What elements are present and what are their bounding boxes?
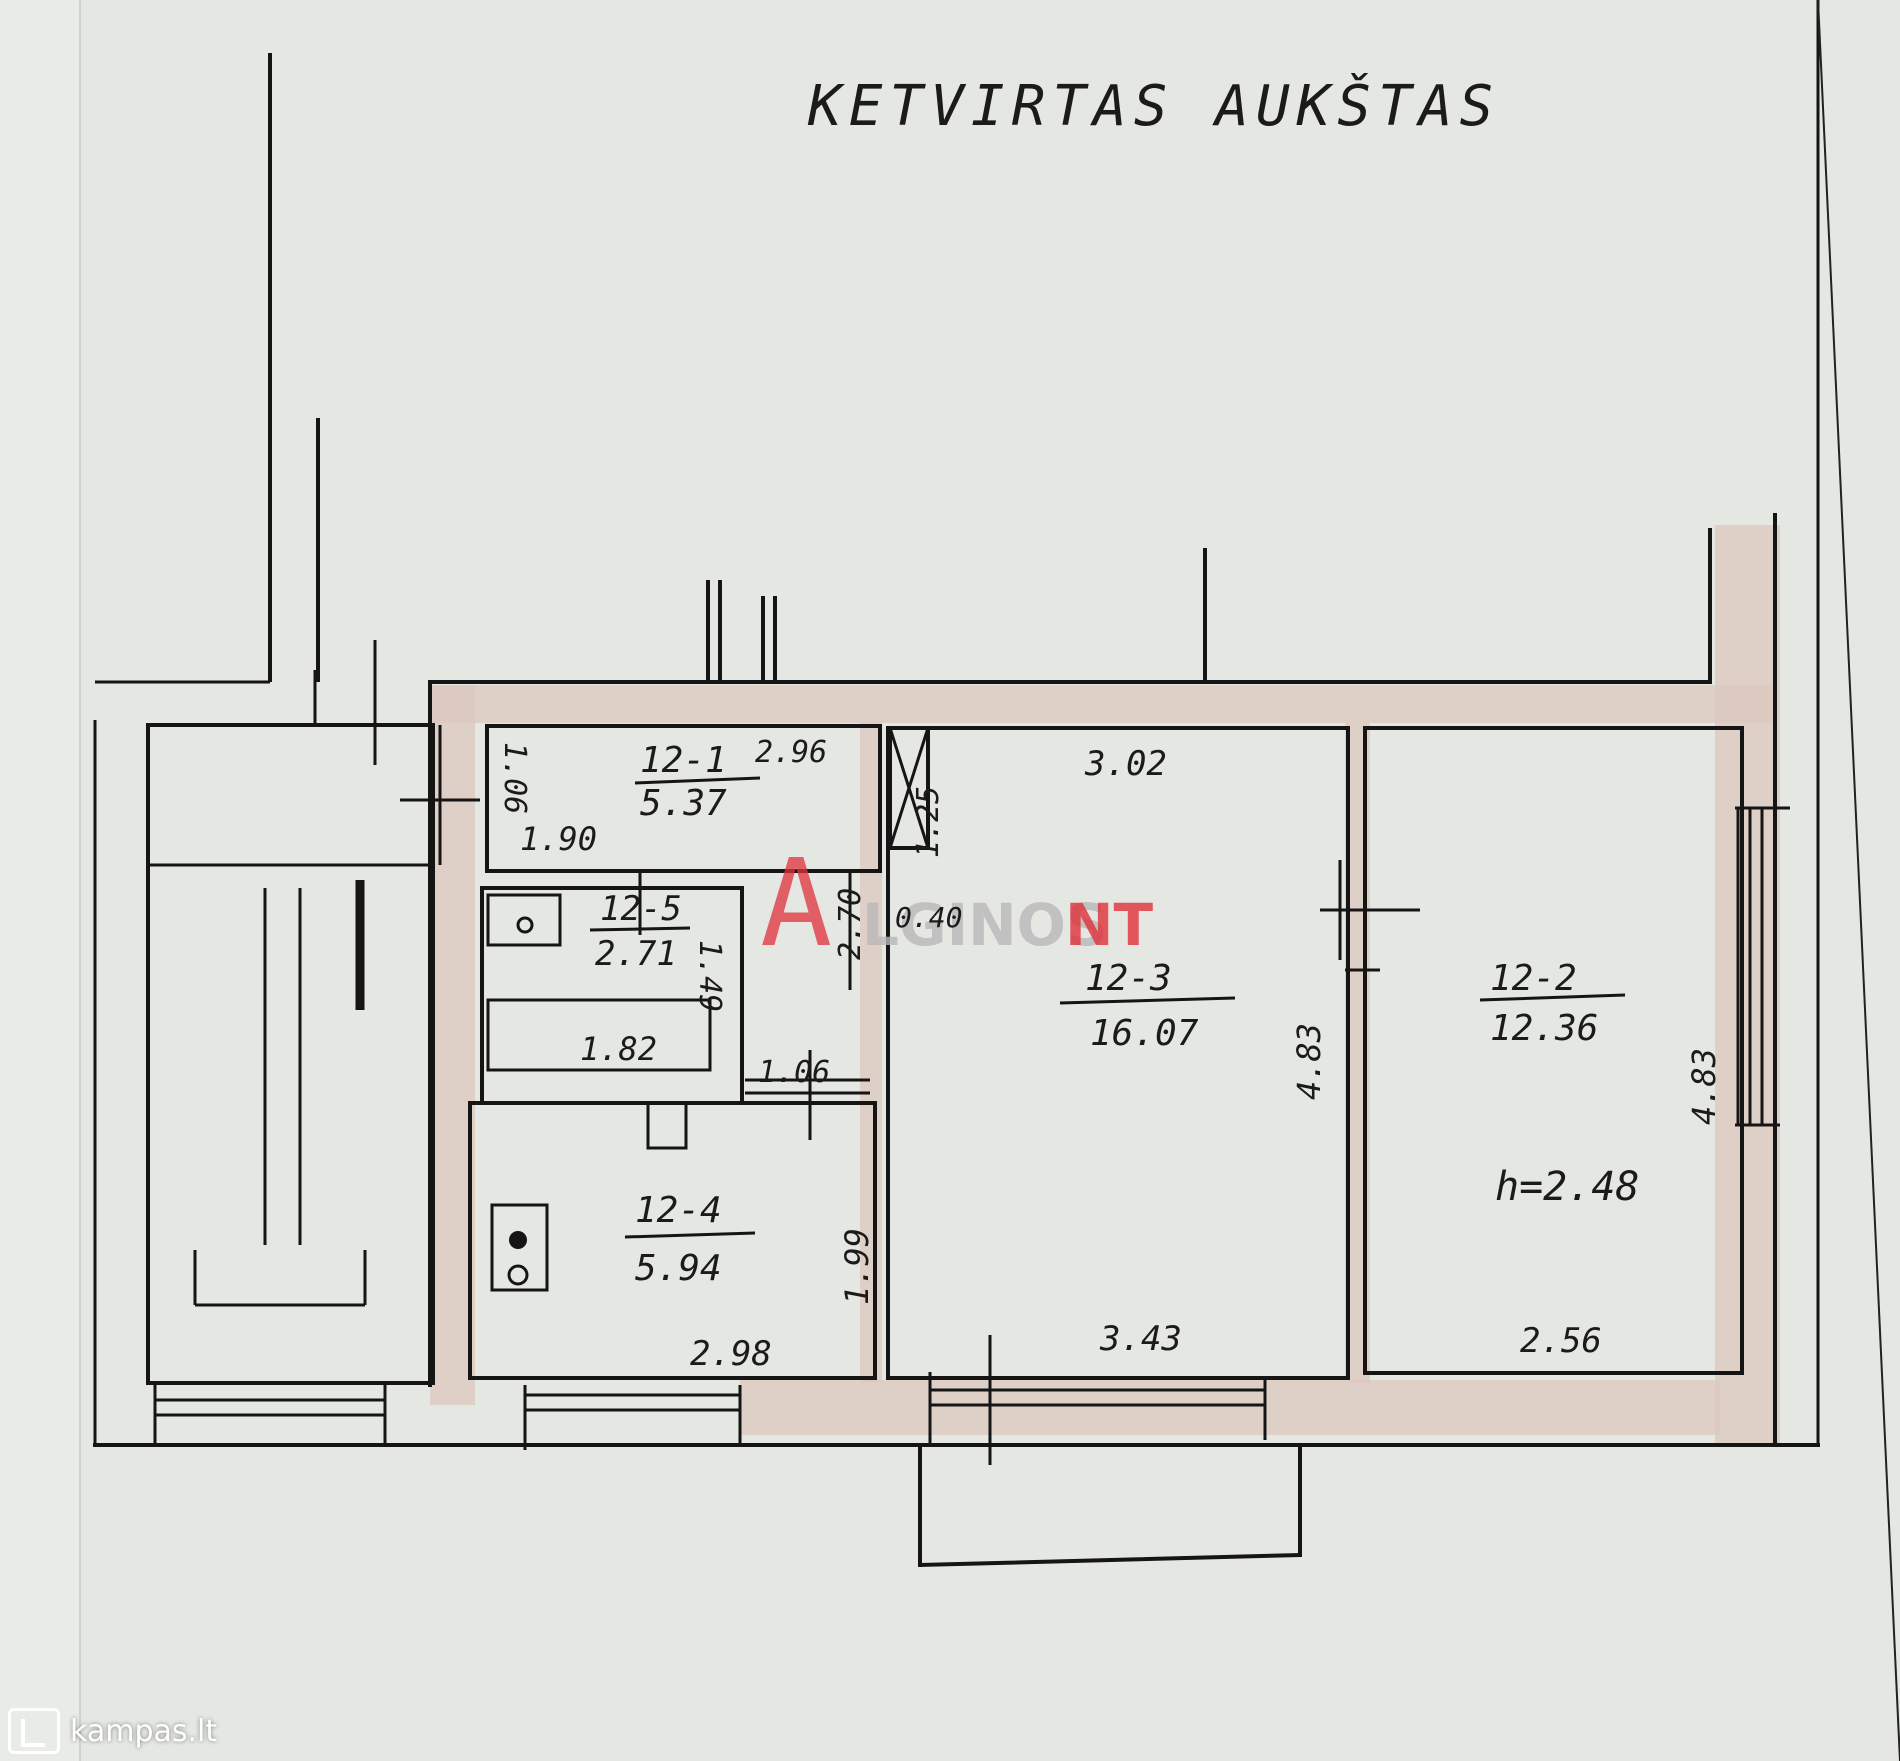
dim-2-96: 2.96 — [755, 735, 827, 770]
dim-1-82: 1.82 — [580, 1030, 657, 1068]
dim-4-83-room-12-2: 4.83 — [1685, 1048, 1723, 1125]
dim-1-90: 1.90 — [520, 820, 597, 858]
building-outline — [93, 53, 1820, 1447]
dimension-labels: 2.96 1.90 1.06 1.25 2.70 0.40 1.49 1.82 … — [497, 735, 1723, 1374]
dim-2-56: 2.56 — [1520, 1321, 1602, 1361]
dim-3-02: 3.02 — [1084, 744, 1167, 784]
watermark-letter: A — [760, 835, 832, 974]
dim-1-06-horizontal: 1.06 — [758, 1055, 830, 1090]
room-12-5-area: 2.71 — [595, 934, 677, 974]
room-12-3-label: 12-3 — [1085, 958, 1172, 999]
dim-2-98: 2.98 — [690, 1334, 772, 1374]
dim-1-99: 1.99 — [838, 1228, 876, 1305]
watermark-name: LGINOS — [862, 891, 1108, 959]
windows-bottom — [153, 1335, 1267, 1465]
dim-1-49: 1.49 — [692, 940, 727, 1012]
room-12-2-label: 12-2 — [1490, 958, 1577, 999]
room-12-5-label: 12-5 — [600, 889, 682, 929]
window-right — [1735, 806, 1790, 1127]
room-12-3-area: 16.07 — [1090, 1013, 1199, 1054]
kampas-logo-icon — [8, 1708, 60, 1754]
dim-1-25: 1.25 — [911, 786, 946, 858]
sheet-frame — [1816, 0, 1900, 1761]
balcony — [917, 1443, 1303, 1568]
dim-4-83-room-12-3: 4.83 — [1290, 1023, 1328, 1100]
room-labels: 12-1 5.37 12-2 12.36 12-3 16.07 12-4 5.9… — [589, 740, 1626, 1289]
room-12-3-outline — [886, 726, 1420, 1380]
kampas-logo[interactable]: kampas.lt — [8, 1706, 217, 1756]
room-12-4-label: 12-4 — [635, 1190, 722, 1231]
ceiling-height: h=2.48 — [1495, 1164, 1640, 1210]
room-12-2-area: 12.36 — [1490, 1008, 1598, 1049]
dim-1-06-vertical: 1.06 — [497, 742, 532, 814]
dim-2-70: 2.70 — [833, 888, 868, 960]
room-12-1-area: 5.37 — [640, 783, 727, 824]
room-12-4-outline — [468, 1050, 877, 1380]
watermark-suffix: NT — [1065, 891, 1154, 959]
dim-3-43: 3.43 — [1099, 1319, 1182, 1359]
room-12-1-outline — [485, 724, 882, 990]
staircase — [146, 640, 480, 1385]
room-12-1-label: 12-1 — [640, 740, 727, 781]
agency-watermark: A LGINOS NT — [760, 835, 1154, 974]
dim-0-40: 0.40 — [895, 901, 962, 934]
drafting-sheet — [80, 0, 1900, 1761]
room-12-4-area: 5.94 — [635, 1248, 722, 1289]
room-12-2-outline — [1345, 726, 1744, 1375]
kampas-logo-text: kampas.lt — [70, 1713, 218, 1749]
plan-title: KETVIRTAS AUKŠTAS — [807, 74, 1500, 139]
